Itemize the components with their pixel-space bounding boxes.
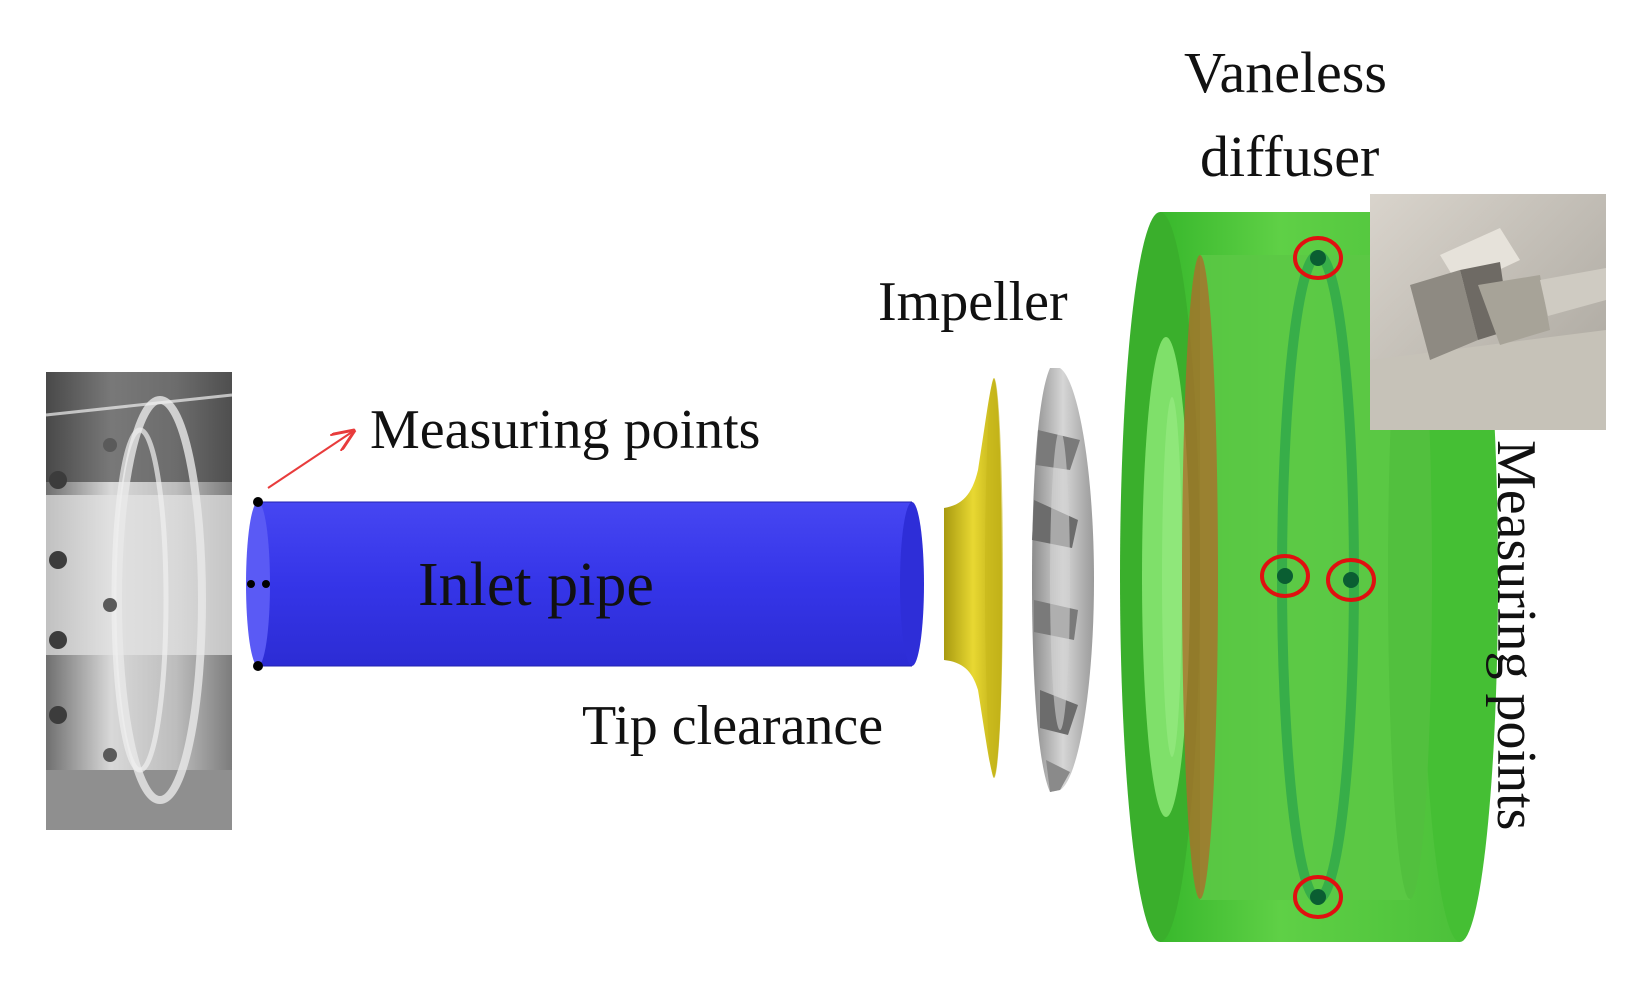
- label-vaneless: Vaneless: [1184, 40, 1387, 105]
- measuring-points-arrow: [267, 432, 352, 489]
- inlet-pipe: [246, 501, 924, 667]
- label-measuring-points-right: Measuring points: [1485, 440, 1547, 830]
- pressure-probe-photo: [1370, 194, 1606, 430]
- label-inlet-pipe: Inlet pipe: [418, 551, 654, 619]
- label-measuring-points-left: Measuring points: [370, 399, 760, 461]
- impeller: [1032, 368, 1094, 792]
- label-diffuser: diffuser: [1200, 124, 1379, 189]
- inlet-measuring-dots: [247, 497, 270, 671]
- diffuser-measuring-markers: [1260, 236, 1376, 919]
- label-tip-clearance: Tip clearance: [582, 695, 883, 757]
- label-impeller: Impeller: [878, 271, 1068, 333]
- test-rig-photo: [45, 372, 233, 830]
- shroud: [944, 378, 1003, 778]
